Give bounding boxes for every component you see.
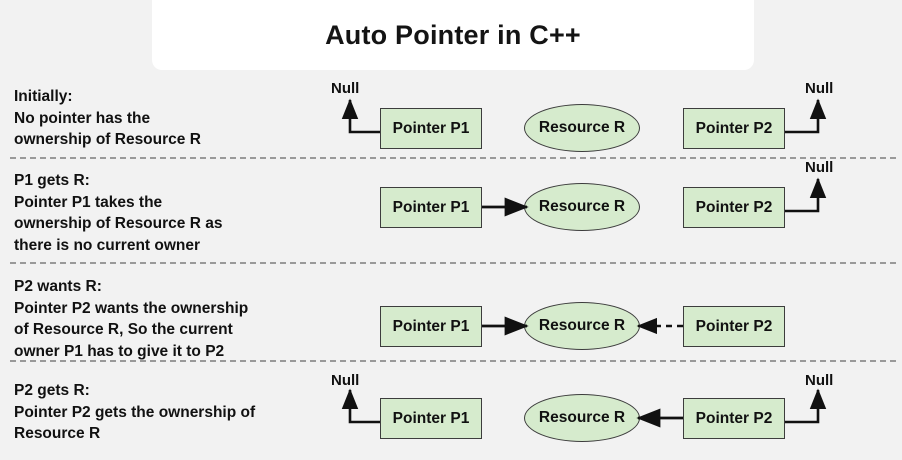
- caption-p1-gets-r: P1 gets R: Pointer P1 takes the ownershi…: [14, 172, 223, 254]
- null-label-p2-row2: Null: [805, 159, 834, 176]
- pointer-p2-box-row3: Pointer P2: [683, 306, 785, 347]
- caption-p2-wants-r: P2 wants R: Pointer P2 wants the ownersh…: [14, 278, 249, 360]
- pointer-p1-box-row2: Pointer P1: [380, 187, 482, 228]
- caption-p2-gets-r: P2 gets R: Pointer P2 gets the ownership…: [14, 382, 256, 442]
- null-label-p1-row1: Null: [331, 80, 360, 97]
- resource-r-ellipse-row1: Resource R: [524, 104, 640, 152]
- resource-r-ellipse-row4: Resource R: [524, 394, 640, 442]
- pointer-p2-box-row1: Pointer P2: [683, 108, 785, 149]
- null-label-p1-row4: Null: [331, 372, 360, 389]
- pointer-p2-box-row2: Pointer P2: [683, 187, 785, 228]
- arrow-p2-null-row4: [785, 388, 827, 424]
- null-label-p2-row4: Null: [805, 372, 834, 389]
- pointer-p1-box-row1: Pointer P1: [380, 108, 482, 149]
- caption-initially: Initially: No pointer has the ownership …: [14, 88, 201, 148]
- pointer-p2-box-row4: Pointer P2: [683, 398, 785, 439]
- null-label-p2-row1: Null: [805, 80, 834, 97]
- row-divider-1: [10, 157, 896, 159]
- arrow-p1-null-row1: [341, 98, 380, 134]
- title-banner: Auto Pointer in C++: [152, 0, 754, 70]
- arrow-p2-null-row2: [785, 177, 827, 213]
- pointer-p1-box-row4: Pointer P1: [380, 398, 482, 439]
- row-divider-2: [10, 262, 896, 264]
- page-title: Auto Pointer in C++: [325, 19, 581, 50]
- pointer-p1-box-row3: Pointer P1: [380, 306, 482, 347]
- resource-r-ellipse-row3: Resource R: [524, 302, 640, 350]
- arrow-p1-null-row4: [341, 388, 380, 424]
- row-divider-3: [10, 360, 896, 362]
- arrow-p2-null-row1: [785, 98, 827, 134]
- resource-r-ellipse-row2: Resource R: [524, 183, 640, 231]
